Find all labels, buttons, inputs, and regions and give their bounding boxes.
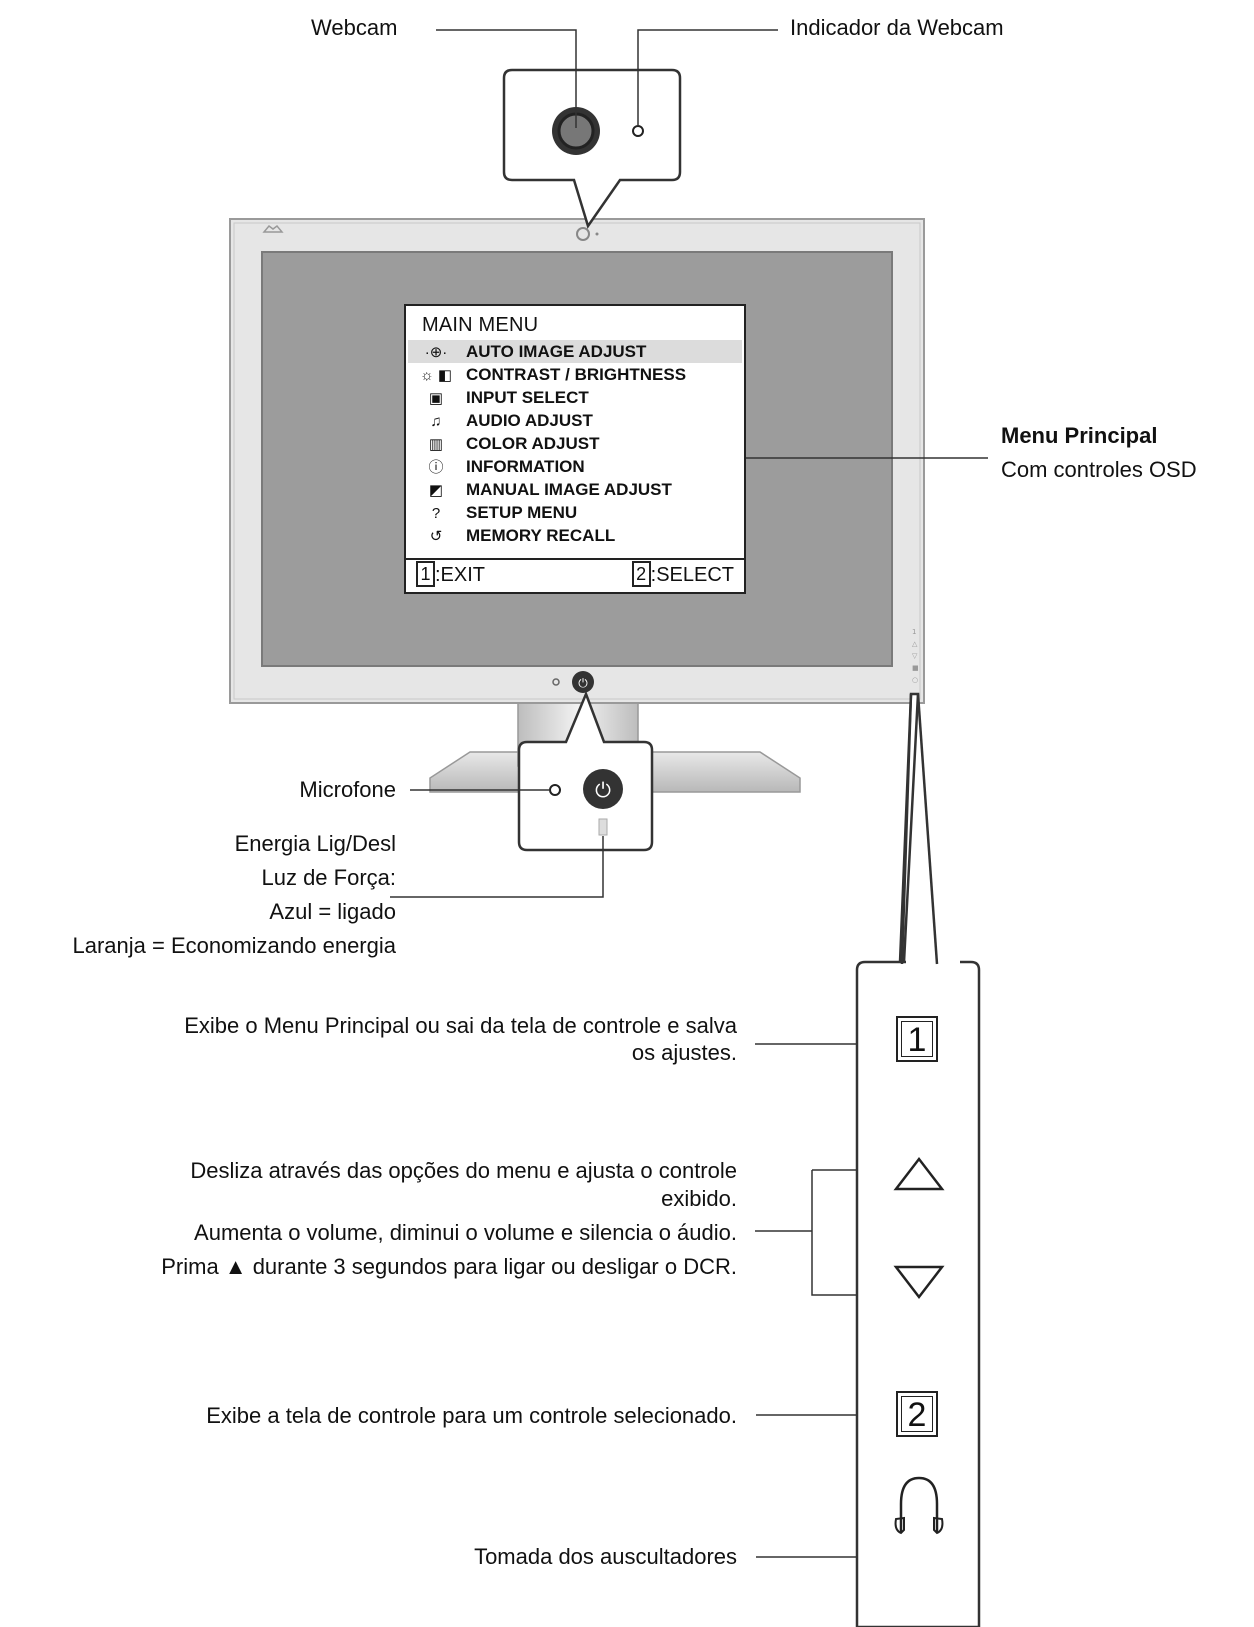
button-2[interactable]: 2: [896, 1391, 938, 1437]
main-menu-sublabel: Com controles OSD: [1001, 457, 1197, 482]
osd-exit[interactable]: 1:EXIT: [416, 560, 485, 590]
osd-item-contrast-brightness[interactable]: ☼ ◧CONTRAST / BRIGHTNESS: [408, 363, 742, 386]
color-adjust-icon: ▥: [428, 436, 444, 453]
microphone-icon: [549, 784, 561, 796]
power-blue-label: Azul = ligado: [269, 899, 396, 924]
osd-select[interactable]: 2:SELECT: [631, 560, 734, 590]
indicator-dot-icon: [632, 125, 644, 137]
osd-item-audio-adjust[interactable]: ♫AUDIO ADJUST: [408, 409, 742, 432]
osd-item-auto-image-adjust[interactable]: ·⊕·AUTO IMAGE ADJUST: [408, 340, 742, 363]
button-1[interactable]: 1: [896, 1016, 938, 1062]
osd-main-menu: MAIN MENU ·⊕·AUTO IMAGE ADJUST ☼ ◧CONTRA…: [404, 304, 746, 594]
bezel-webcam-icon: [576, 227, 590, 241]
osd-item-setup-menu[interactable]: ?SETUP MENU: [408, 501, 742, 524]
headphone-desc: Tomada dos auscultadores: [474, 1544, 737, 1569]
control-panel-callout: [855, 692, 981, 1627]
audio-icon: ♫: [430, 413, 442, 430]
manual-adjust-icon: ◩: [428, 482, 444, 499]
setup-question-icon: ?: [431, 505, 441, 522]
button-1-desc-b: os ajustes.: [631, 1040, 737, 1065]
power-callout: ⏻: [517, 690, 654, 852]
osd-item-input-select[interactable]: ▣INPUT SELECT: [408, 386, 742, 409]
svg-text:△: △: [912, 640, 918, 648]
power-label: Energia Lig/Desl: [234, 831, 396, 856]
osd-item-color-adjust[interactable]: ▥COLOR ADJUST: [408, 432, 742, 455]
power-light-label: Luz de Força:: [261, 865, 396, 890]
up-triangle-icon: [893, 1156, 945, 1191]
osd-item-manual-image-adjust[interactable]: ◩MANUAL IMAGE ADJUST: [408, 478, 742, 501]
webcam-label: Webcam: [311, 15, 398, 40]
webcam-indicator-label: Indicador da Webcam: [790, 15, 1004, 40]
osd-item-memory-recall[interactable]: ↺MEMORY RECALL: [408, 524, 742, 547]
svg-text:⏻: ⏻: [595, 778, 611, 802]
power-orange-label: Laranja = Economizando energia: [72, 933, 396, 958]
memory-recall-icon: ↺: [429, 528, 443, 545]
bezel-power-icon: [572, 671, 594, 693]
main-menu-label: Menu Principal: [1001, 423, 1158, 448]
svg-text:■: ■: [912, 664, 919, 672]
contrast-brightness-icon: ☼ ◧: [419, 367, 453, 384]
svg-text:⏻: ⏻: [578, 676, 588, 690]
information-icon: ⓘ: [428, 459, 444, 476]
osd-title: MAIN MENU: [422, 314, 539, 336]
power-light-icon: [598, 818, 608, 836]
webcam-callout: [502, 68, 682, 229]
button-1-desc-a: Exibe o Menu Principal ou sai da tela de…: [184, 1013, 737, 1038]
arrows-desc-b: exibido.: [661, 1186, 737, 1211]
svg-text:○: ○: [912, 676, 918, 684]
svg-text:▽: ▽: [912, 652, 918, 660]
brand-logo-icon: [262, 224, 284, 233]
power-icon: [583, 769, 623, 809]
arrows-desc-d: Prima ▲ durante 3 segundos para ligar ou…: [161, 1254, 737, 1279]
down-triangle-icon: [893, 1265, 945, 1300]
input-select-icon: ▣: [428, 390, 444, 407]
svg-text:1: 1: [912, 628, 916, 636]
microphone-label: Microfone: [299, 777, 396, 802]
osd-footer: 1:EXIT 2:SELECT: [406, 558, 744, 592]
button-2-desc: Exibe a tela de controle para um control…: [206, 1403, 737, 1428]
auto-adjust-icon: ·⊕·: [424, 344, 448, 361]
headphone-icon: [899, 1476, 939, 1532]
arrows-desc-c: Aumenta o volume, diminui o volume e sil…: [194, 1220, 737, 1245]
arrows-desc-a: Desliza através das opções do menu e aju…: [190, 1158, 737, 1183]
